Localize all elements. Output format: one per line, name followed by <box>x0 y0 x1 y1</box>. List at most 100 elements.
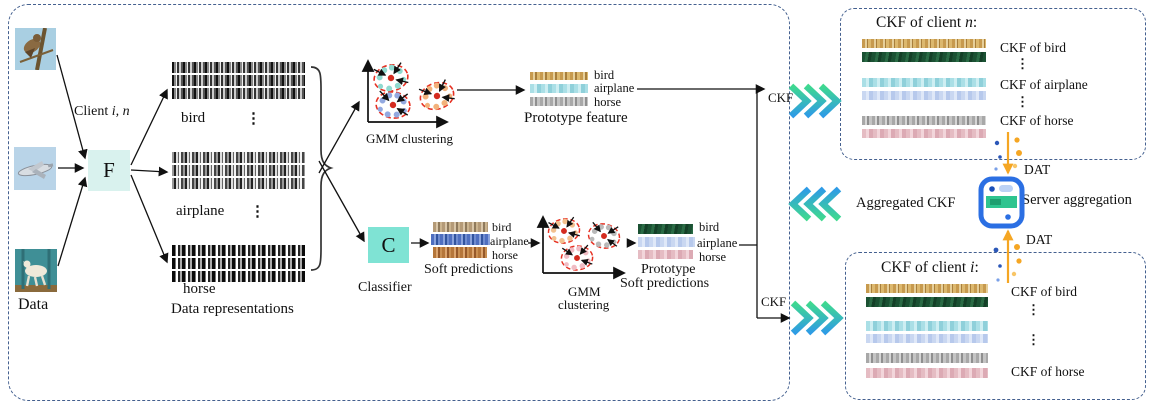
ckf-i-bird-soft-bar <box>866 297 988 307</box>
ps-horse-label: horse <box>699 250 727 264</box>
airplane-photo <box>14 147 56 190</box>
ckf-n-horse-feature-bar <box>862 116 986 125</box>
ckf-i-ellipsis-1: ⋮ <box>1027 302 1040 317</box>
client-label: Client i, n <box>74 104 130 120</box>
bird-ellipsis: ⋮ <box>246 111 261 127</box>
bird-rep-row <box>172 62 305 73</box>
softpred-bird-strip <box>433 222 488 232</box>
gmm-top-cluster-blue <box>374 90 411 120</box>
ckf-bottom-label: CKF <box>761 294 787 309</box>
sp-airplane-label: airplane <box>490 234 529 248</box>
proto-soft-horse-strip <box>638 250 693 259</box>
client-label-var: i, n <box>111 104 130 119</box>
feature-extractor-box: F <box>88 150 130 191</box>
prototype-soft-label-2: Soft predictions <box>620 276 710 291</box>
panel-i-title: CKF of client i: <box>881 259 979 277</box>
classifier-box: C <box>368 227 409 263</box>
ckf-i-airplane-soft-bar <box>866 334 988 343</box>
representations-brace <box>310 66 334 271</box>
ps-airplane-label: airplane <box>697 236 738 250</box>
bird-photo <box>15 28 56 70</box>
pf-bird-label: bird <box>594 68 615 82</box>
proto-soft-airplane-strip <box>638 237 695 247</box>
ckf-n-airplane-label: CKF of airplane <box>1000 77 1088 92</box>
softpred-airplane-strip <box>431 234 490 245</box>
classifier-letter: C <box>381 232 396 257</box>
arrow-to-gmm-top <box>318 100 360 174</box>
airplane-rep-label: airplane <box>176 203 225 219</box>
panel-i-title-suffix: : <box>974 259 979 276</box>
ckf-upload-chevrons-top <box>788 83 842 119</box>
gmm-bottom-label-2: clustering <box>558 297 610 312</box>
ckf-client-i-panel <box>845 252 1146 400</box>
ckf-n-bird-feature-bar <box>862 39 986 48</box>
ckf-upload-chevrons-bottom <box>790 300 844 336</box>
prototype-soft-label-1: Prototype <box>641 262 696 277</box>
horse-rep-row <box>172 245 305 256</box>
sp-bird-label: bird <box>492 220 512 234</box>
airplane-representations <box>172 152 305 189</box>
bird-rep-label: bird <box>181 110 206 126</box>
gmm-bottom-cluster-pink <box>560 245 593 272</box>
server-aggregation-label: Server aggregation <box>1022 192 1132 208</box>
bird-rep-row <box>172 88 305 99</box>
data-label: Data <box>18 296 49 313</box>
dat-bottom-label: DAT <box>1026 232 1053 247</box>
ckf-n-horse-label: CKF of horse <box>1000 113 1074 128</box>
ps-bird-label: bird <box>699 220 720 234</box>
arrow-horse-to-f <box>57 176 88 267</box>
airplane-ellipsis: ⋮ <box>250 204 265 220</box>
ckf-client-n-panel <box>840 8 1146 160</box>
horse-rep-row <box>172 258 305 269</box>
panel-n-title-prefix: CKF of client <box>876 14 966 31</box>
ckf-i-bird-feature-bar <box>866 284 988 293</box>
ckf-i-horse-label: CKF of horse <box>1011 364 1085 379</box>
ckf-n-bird-soft-bar <box>862 52 986 62</box>
airplane-rep-row <box>172 178 305 189</box>
client-pipeline-box <box>8 4 790 401</box>
ckf-n-ellipsis-2: ⋮ <box>1016 94 1029 109</box>
ckf-n-airplane-soft-bar <box>862 91 986 100</box>
horse-rep-label: horse <box>183 281 216 297</box>
horse-photo <box>15 249 57 292</box>
arrow-bird-to-f <box>56 54 88 160</box>
soft-predictions-label: Soft predictions <box>424 262 514 277</box>
server-icon <box>978 176 1025 229</box>
gmm-top-cluster-teal <box>372 62 411 95</box>
aggregated-ckf-chevrons <box>788 186 842 222</box>
arrow-f-to-bird-reps <box>130 88 168 166</box>
bird-representations <box>172 62 305 99</box>
proto-soft-bird-strip <box>638 224 693 234</box>
feature-extractor-letter: F <box>103 158 115 182</box>
pf-horse-label: horse <box>594 95 622 109</box>
data-representations-label: Data representations <box>171 301 294 317</box>
aggregated-ckf-label: Aggregated CKF <box>856 195 956 211</box>
horse-representations <box>172 245 305 282</box>
airplane-rep-row <box>172 152 305 163</box>
ckf-i-airplane-feature-bar <box>866 321 988 331</box>
gmm-bottom-cluster-gray <box>586 221 622 251</box>
panel-n-title: CKF of client n: <box>876 14 977 32</box>
ckf-i-horse-soft-bar <box>866 368 988 378</box>
ckf-n-bird-label: CKF of bird <box>1000 40 1067 55</box>
softpred-horse-strip <box>433 247 487 258</box>
client-label-prefix: Client <box>74 104 112 119</box>
pf-airplane-label: airplane <box>594 81 635 95</box>
arrow-to-classifier <box>318 160 365 243</box>
classifier-label: Classifier <box>358 280 412 295</box>
prototype-feature-label: Prototype feature <box>524 110 628 126</box>
bird-rep-row <box>172 75 305 86</box>
prototype-feature-bird-strip <box>530 72 588 80</box>
arrow-f-to-airplane-reps <box>130 166 169 177</box>
gmm-top-cluster-orange <box>417 78 457 113</box>
ckf-n-ellipsis-1: ⋮ <box>1016 56 1029 71</box>
arrow-f-to-horse-reps <box>130 174 169 264</box>
ckf-i-bird-label: CKF of bird <box>1011 284 1078 299</box>
airplane-rep-row <box>172 165 305 176</box>
ckf-n-horse-soft-bar <box>862 129 986 138</box>
prototype-feature-airplane-strip <box>530 84 588 93</box>
dat-top-label: DAT <box>1024 162 1051 177</box>
panel-i-title-var: i <box>970 259 975 276</box>
